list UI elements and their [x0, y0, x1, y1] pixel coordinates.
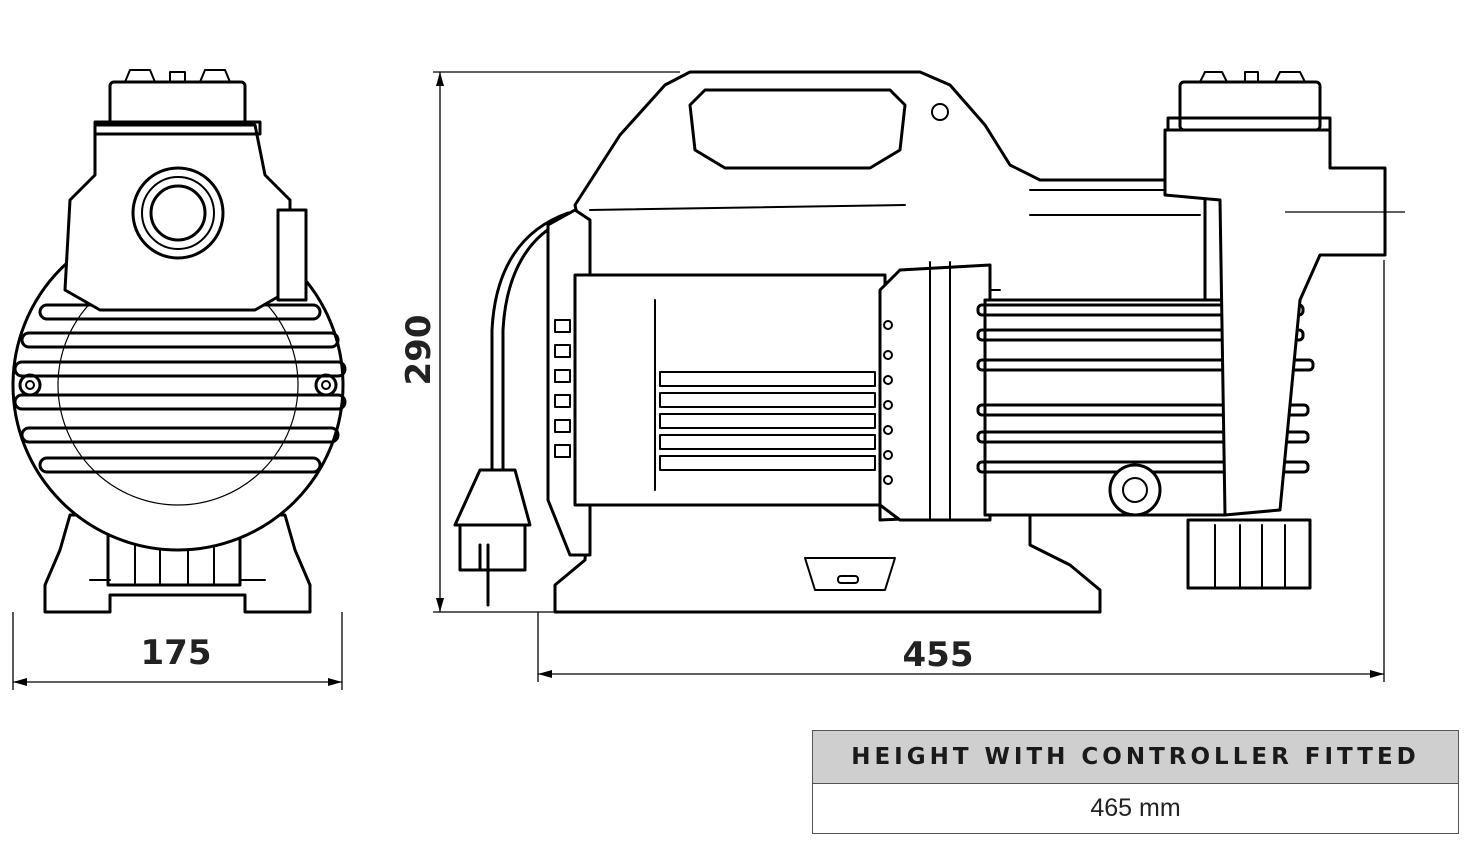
spec-table: HEIGHT WITH CONTROLLER FITTED 465 mm	[812, 730, 1459, 834]
side-left-grille	[554, 319, 571, 458]
dimension-length-label: 455	[903, 635, 974, 675]
dimension-height-label: 290	[399, 315, 439, 386]
front-view	[11, 69, 347, 614]
controller-dots	[883, 320, 893, 485]
spec-table-value: 465 mm	[813, 784, 1458, 833]
dimension-width-label: 175	[141, 633, 212, 673]
side-fins	[976, 303, 1315, 474]
dimension-lines	[12, 71, 1385, 690]
spec-table-header: HEIGHT WITH CONTROLLER FITTED	[813, 731, 1458, 784]
side-view	[453, 70, 1405, 614]
front-fins	[13, 303, 347, 474]
side-fan-ribs	[659, 371, 876, 471]
